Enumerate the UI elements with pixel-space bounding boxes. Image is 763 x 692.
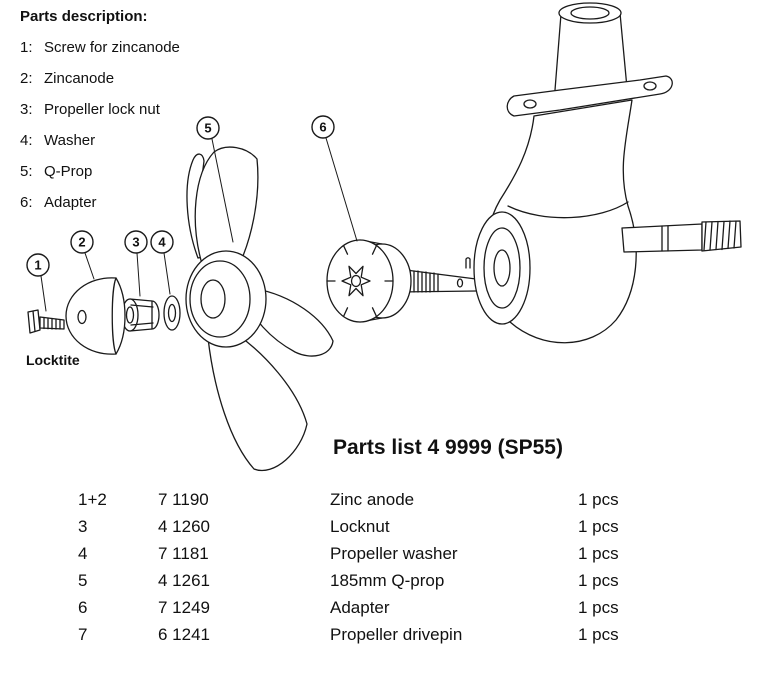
propeller-part — [185, 146, 334, 472]
adapter-part — [326, 239, 412, 323]
part-ref: 3: — [20, 101, 33, 118]
part-no-cell: 6 1241 — [158, 624, 210, 644]
parts-description-item-5: 5: Q-Prop — [20, 156, 250, 187]
leader-lines — [40, 137, 358, 312]
qty-cell: 1 pcs — [578, 489, 619, 509]
parts-list-row-1: 1+2 7 1190 Zinc anode 1 pcs — [78, 486, 658, 513]
part-name-cell: Propeller washer — [330, 543, 458, 563]
callout-6: 6 — [311, 115, 335, 139]
ref-cell: 5 — [78, 570, 88, 590]
part-label: Propeller lock nut — [44, 101, 160, 118]
part-ref: 2: — [20, 70, 33, 87]
part-no-cell: 7 1190 — [158, 489, 209, 509]
callout-5-number: 5 — [204, 121, 211, 136]
part-ref: 6: — [20, 194, 33, 211]
part-name-cell: Locknut — [330, 516, 390, 536]
callouts: 1 2 3 4 5 6 — [26, 115, 335, 277]
part-name-cell: 185mm Q-prop — [330, 570, 445, 590]
part-no-cell: 4 1261 — [158, 570, 210, 590]
housing-end-cap — [465, 211, 531, 325]
part-ref: 1: — [20, 39, 33, 56]
part-no-cell: 7 1249 — [158, 597, 210, 617]
parts-list-row-3: 4 7 1181 Propeller washer 1 pcs — [78, 540, 658, 567]
parts-list-row-5: 6 7 1249 Adapter 1 pcs — [78, 594, 658, 621]
callout-2: 2 — [70, 230, 94, 254]
callout-3-number: 3 — [132, 235, 139, 250]
qty-cell: 1 pcs — [578, 624, 619, 644]
part-label: Zincanode — [44, 70, 115, 87]
callout-1-number: 1 — [34, 258, 41, 273]
part-label: Q-Prop — [44, 163, 93, 180]
part-label: Adapter — [44, 194, 97, 211]
ref-cell: 1+2 — [78, 489, 107, 509]
part-name-cell: Adapter — [330, 597, 390, 617]
callout-6-number: 6 — [319, 120, 326, 135]
qty-cell: 1 pcs — [578, 570, 619, 590]
part-name-cell: Propeller drivepin — [330, 624, 463, 644]
ref-cell: 7 — [78, 624, 88, 644]
parts-description-item-1: 1: Screw for zincanode — [20, 32, 250, 63]
callout-2-number: 2 — [78, 235, 85, 250]
parts-list-row-4: 5 4 1261 185mm Q-prop 1 pcs — [78, 567, 658, 594]
ref-cell: 4 — [78, 543, 88, 563]
parts-description: Parts description: 1: Screw for zincanod… — [20, 8, 250, 218]
part-label: Washer — [44, 132, 96, 149]
parts-list-title: Parts list 4 9999 (SP55) — [333, 436, 563, 459]
parts-description-item-4: 4: Washer — [20, 125, 250, 156]
part-no-cell: 4 1260 — [158, 516, 210, 536]
callout-1: 1 — [26, 253, 50, 277]
part-name-cell: Zinc anode — [330, 489, 415, 509]
ref-cell: 3 — [78, 516, 88, 536]
parts-description-item-3: 3: Propeller lock nut — [20, 94, 250, 125]
part-ref: 4: — [20, 132, 33, 149]
parts-list-row-2: 3 4 1260 Locknut 1 pcs — [78, 513, 658, 540]
part-ref: 5: — [20, 163, 33, 180]
zinc-anode-part — [65, 277, 126, 355]
parts-list-row-6: 7 6 1241 Propeller drivepin 1 pcs — [78, 621, 658, 648]
parts-list-table: 1+2 7 1190 Zinc anode 1 pcs 3 4 1260 Loc… — [78, 486, 658, 648]
parts-description-item-2: 2: Zincanode — [20, 63, 250, 94]
screw-part — [27, 309, 65, 334]
parts-description-item-6: 6: Adapter — [20, 187, 250, 218]
qty-cell: 1 pcs — [578, 516, 619, 536]
washer-part — [163, 295, 181, 331]
callout-5: 5 — [196, 116, 220, 140]
callout-3: 3 — [124, 230, 148, 254]
locktite-label: Locktite — [26, 352, 80, 368]
qty-cell: 1 pcs — [578, 543, 619, 563]
qty-cell: 1 pcs — [578, 597, 619, 617]
callout-4: 4 — [150, 230, 174, 254]
part-label: Screw for zincanode — [44, 39, 180, 56]
locknut-part — [121, 298, 160, 332]
parts-description-title: Parts description: — [20, 8, 148, 25]
callout-4-number: 4 — [158, 235, 166, 250]
ref-cell: 6 — [78, 597, 88, 617]
part-no-cell: 7 1181 — [158, 543, 209, 563]
